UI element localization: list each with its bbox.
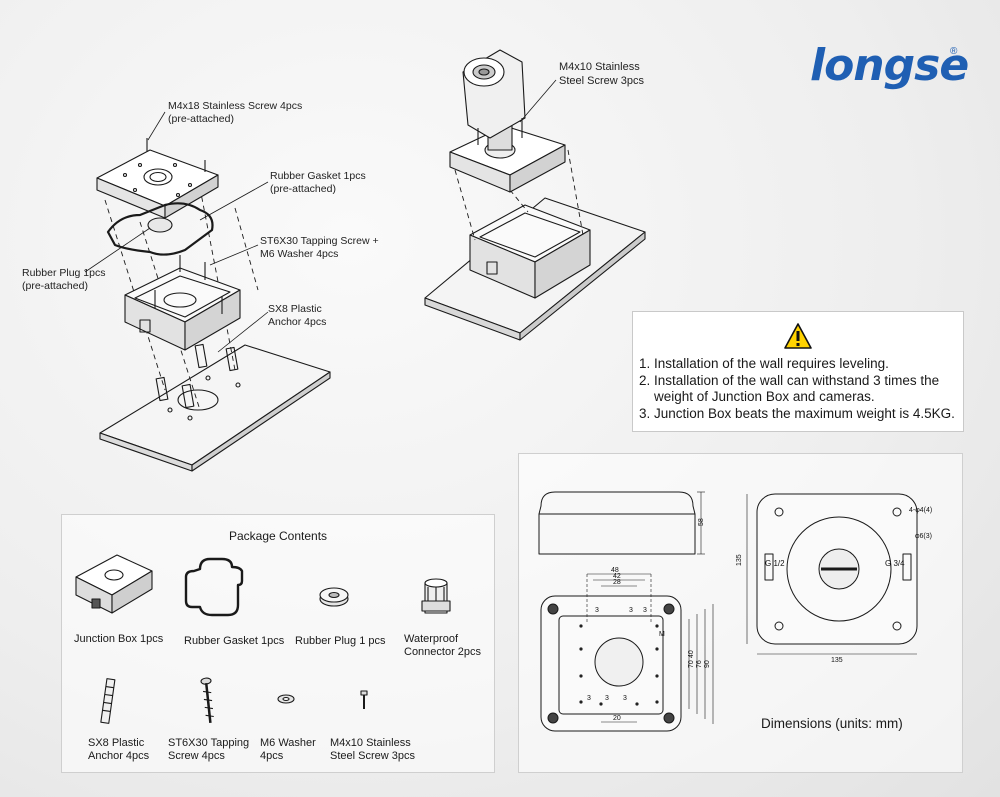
dim-hole-6: φ6(3) [915, 533, 932, 540]
dim-width-bottom: 135 [831, 657, 843, 664]
package-item-line: Steel Screw 3pcs [330, 750, 415, 762]
package-item-label: Rubber Plug 1 pcs [295, 635, 386, 648]
package-item-label: M4x10 Stainless Steel Screw 3pcs [330, 737, 415, 763]
callout-m4x10-screw: M4x10 Stainless Steel Screw 3pcs [559, 60, 644, 88]
hole-mark: 3 [605, 695, 609, 702]
package-item-line: M4x10 Stainless [330, 737, 411, 749]
package-icons [75, 554, 451, 724]
callout-line: (pre-attached) [270, 183, 336, 195]
dim-40: 40 [688, 650, 695, 658]
package-item-label: SX8 Plastic Anchor 4pcs [88, 737, 149, 763]
hole-mark: 3 [587, 695, 591, 702]
dim-28: 28 [613, 579, 621, 586]
dim-42: 42 [613, 573, 621, 580]
dim-90: 90 [704, 660, 711, 668]
note-item: 1. Installation of the wall requires lev… [639, 356, 889, 371]
wall-plate [99, 344, 331, 472]
rubber-gasket-icon [184, 557, 244, 617]
stainless-screw-icon [360, 690, 368, 709]
dim-width-top: 135 [736, 554, 743, 566]
thread-right: G 3/4 [885, 559, 905, 568]
callout-rubber-plug: Rubber Plug 1pcs (pre-attached) [22, 267, 105, 293]
package-item-label: Waterproof Connector 2pcs [404, 633, 481, 659]
rubber-plug-icon [319, 587, 349, 607]
registered-mark: ® [950, 46, 958, 57]
callout-line: (pre-attached) [22, 280, 88, 292]
top-view [746, 493, 918, 655]
package-item-label: Junction Box 1pcs [74, 633, 163, 646]
callout-line: M4x18 Stainless Screw 4pcs [168, 100, 303, 112]
note-item: weight of Junction Box and cameras. [639, 389, 875, 404]
junction-box-lid [96, 138, 219, 219]
callout-line: M4x10 Stainless [559, 61, 640, 73]
dim-height: 58 [698, 518, 705, 526]
installation-notes: 1. Installation of the wall requires lev… [632, 311, 964, 432]
brand-logo: longse [810, 40, 969, 91]
package-item-label: ST6X30 Tapping Screw 4pcs [168, 737, 249, 763]
screws-and-anchors [154, 255, 241, 421]
leader-lines [84, 111, 269, 353]
rubber-gasket [106, 202, 214, 256]
hole-mark: 3 [623, 695, 627, 702]
m-mark: M [659, 631, 665, 638]
washer-icon [277, 694, 295, 704]
bottom-view [540, 573, 714, 732]
callout-line: Anchor 4pcs [268, 316, 327, 328]
callout-line: ST6X30 Tapping Screw + [260, 235, 379, 247]
dim-20: 20 [613, 715, 621, 722]
package-item-line: 4pcs [260, 750, 284, 762]
waterproof-connector-icon [421, 578, 451, 614]
callout-plastic-anchor: SX8 Plastic Anchor 4pcs [268, 303, 326, 329]
package-item-line: Screw 4pcs [168, 750, 225, 762]
callout-line: Rubber Plug 1pcs [22, 267, 106, 279]
callout-rubber-gasket: Rubber Gasket 1pcs (pre-attached) [270, 170, 366, 196]
package-item-line: ST6X30 Tapping [168, 737, 250, 749]
package-contents-title: Package Contents [228, 529, 328, 543]
junction-box-icon [75, 554, 153, 614]
warning-triangle-icon [784, 323, 812, 349]
hole-mark: 3 [629, 607, 633, 614]
package-item-label: M6 Washer 4pcs [260, 737, 316, 763]
callout-line: Steel Screw 3pcs [559, 75, 644, 87]
dim-76: 76 [696, 660, 703, 668]
side-view [538, 491, 705, 555]
dimension-drawings: 58 135 135 48 42 28 20 70 40 76 90 4-φ4(… [538, 491, 932, 732]
dim-48: 48 [611, 567, 619, 574]
callout-tapping-screw: ST6X30 Tapping Screw + M6 Washer 4pcs [260, 235, 379, 261]
package-item-line: Waterproof [404, 633, 459, 645]
note-item: 2. Installation of the wall can withstan… [639, 372, 940, 388]
plastic-anchor-icon [100, 678, 116, 724]
package-item-line: Rubber Plug 1 pcs [295, 635, 386, 647]
dim-hole-4: 4-φ4(4) [909, 507, 932, 514]
notes-list: 1. Installation of the wall requires lev… [639, 356, 955, 422]
package-item-line: Rubber Gasket 1pcs [184, 635, 285, 647]
callout-line: Rubber Gasket 1pcs [270, 170, 366, 182]
tapping-screw-icon [200, 677, 214, 724]
callout-m4x18-screw: M4x18 Stainless Screw 4pcs (pre-attached… [168, 100, 302, 126]
dim-70: 70 [688, 660, 695, 668]
callout-line: SX8 Plastic [268, 303, 322, 315]
package-item-line: M6 Washer [260, 737, 316, 749]
package-item-line: Junction Box 1pcs [74, 633, 164, 645]
callout-line: M6 Washer 4pcs [260, 248, 339, 260]
dimensions-panel: 58 135 135 48 42 28 20 70 40 76 90 4-φ4(… [518, 453, 963, 773]
package-item-line: Anchor 4pcs [88, 750, 150, 762]
package-item-line: SX8 Plastic [88, 737, 145, 749]
hole-mark: 3 [595, 607, 599, 614]
note-item: 3. Junction Box beats the maximum weight… [639, 405, 955, 421]
package-item-line: Connector 2pcs [404, 646, 482, 658]
thread-left: G 1/2 [765, 559, 785, 568]
hole-mark: 3 [643, 607, 647, 614]
package-item-label: Rubber Gasket 1pcs [184, 635, 284, 648]
callout-line: (pre-attached) [168, 113, 234, 125]
dimensions-caption: Dimensions (units: mm) [761, 716, 903, 731]
package-contents-panel: Package Contents [61, 514, 495, 773]
